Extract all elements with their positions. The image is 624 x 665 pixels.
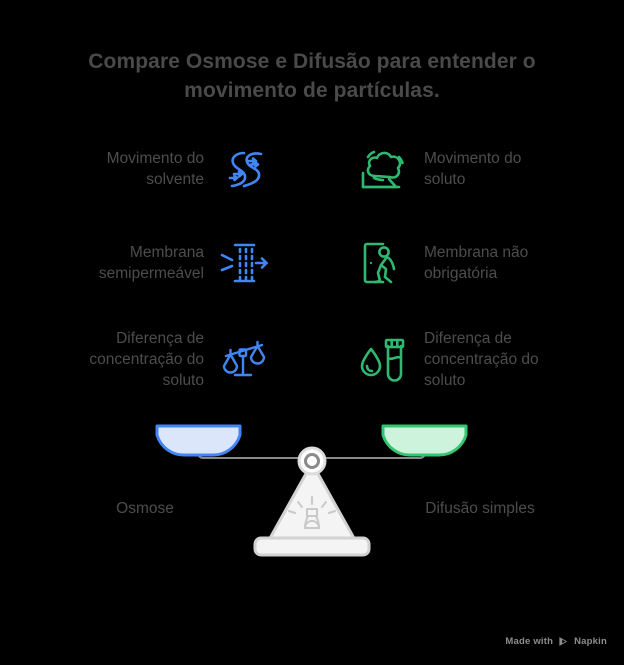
- stream-flow-icon: [228, 151, 263, 188]
- right-side-label: Difusão simples: [425, 500, 535, 517]
- left-feature-2[interactable]: Membrana semipermeável: [99, 228, 270, 298]
- balance-scale-svg: [155, 424, 468, 557]
- left-feature-3-label: Diferença de concentração do soluto: [89, 329, 204, 389]
- balance-scales-icon: [222, 340, 266, 377]
- right-feature-2-label: Membrana não obrigatória: [424, 244, 529, 282]
- right-feature-3[interactable]: Diferença de concentração do soluto: [358, 324, 539, 394]
- smoke-diffusion-icon: [361, 150, 404, 189]
- scale-base: [253, 536, 371, 557]
- right-feature-1[interactable]: Movimento do soluto: [358, 134, 521, 204]
- watermark-prefix: Made with: [505, 636, 554, 647]
- open-door-walking-icon: [363, 242, 396, 284]
- page-title: Compare Osmose e Difusão para entender o…: [88, 50, 536, 102]
- left-feature-3[interactable]: Diferença de concentração do soluto: [89, 324, 270, 394]
- right-feature-2[interactable]: Membrana não obrigatória: [358, 228, 528, 298]
- left-feature-1[interactable]: Movimento do solvente: [107, 134, 270, 204]
- right-feature-1-label: Movimento do soluto: [424, 150, 522, 188]
- left-feature-2-label: Membrana semipermeável: [98, 244, 204, 282]
- pivot-inner-ring: [304, 453, 320, 469]
- droplet-test-tube-icon: [360, 338, 405, 382]
- left-pan: [155, 424, 242, 457]
- left-side-label: Osmose: [116, 500, 174, 517]
- napkin-logo-icon: [559, 637, 568, 646]
- semipermeable-membrane-icon: [220, 243, 269, 283]
- left-feature-1-label: Movimento do solvente: [106, 150, 204, 188]
- balance-scale-graphic: [0, 405, 624, 570]
- watermark-brand: Napkin: [574, 636, 607, 647]
- right-feature-3-label: Diferença de concentração do soluto: [424, 329, 539, 389]
- lamp-motif-icon: [288, 496, 336, 529]
- right-pan: [381, 424, 468, 457]
- napkin-watermark[interactable]: Made with Napkin: [505, 636, 607, 647]
- comparison-features: Movimento do solvente Membrana semiperme…: [0, 128, 624, 408]
